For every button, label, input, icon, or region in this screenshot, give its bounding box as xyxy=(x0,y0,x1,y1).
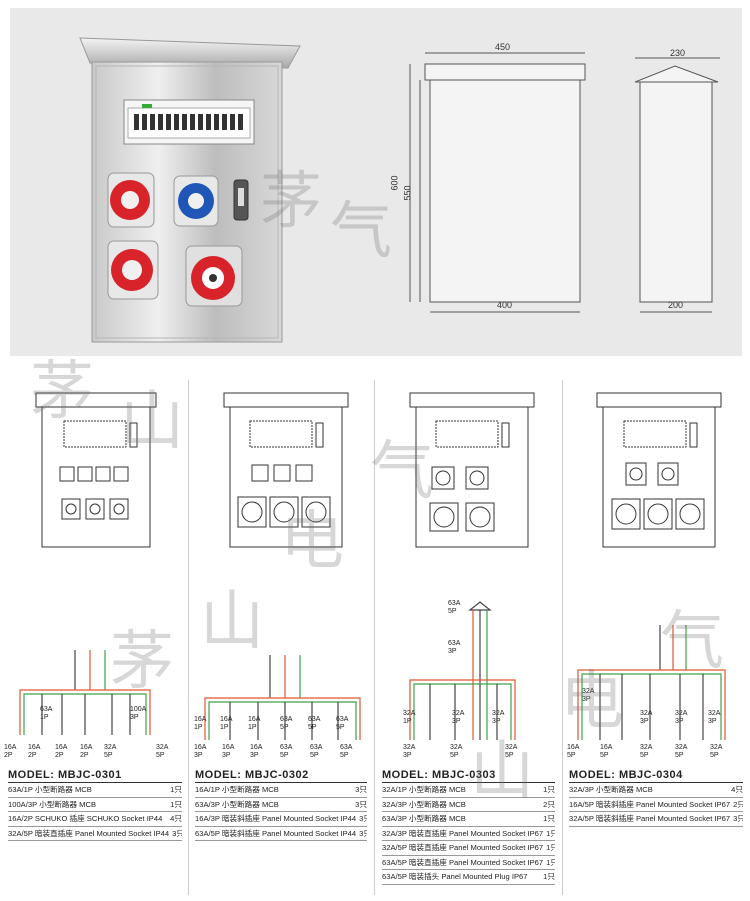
cabinet-front-0303 xyxy=(409,392,535,548)
column-divider xyxy=(188,380,189,895)
red-plug-socket-icon xyxy=(185,245,243,307)
front-bottom-width-label: 400 xyxy=(497,300,513,310)
wiring-0303 xyxy=(409,601,516,740)
cabinet-front-0301 xyxy=(35,392,157,548)
blue-socket-icon xyxy=(173,175,219,227)
front-total-height-label: 600 xyxy=(389,175,400,191)
red-socket-icon-2 xyxy=(107,240,159,300)
wiring-0302 xyxy=(204,655,361,740)
wiring-0301 xyxy=(19,650,151,735)
spec-row: 32A/5P 暗装直插座 Panel Mounted Socket IP443只 xyxy=(8,827,182,841)
column-divider xyxy=(562,380,563,895)
spec-row: 63A/5P 暗装斜插座 Panel Mounted Socket IP443只 xyxy=(195,827,367,841)
side-top-depth-label: 230 xyxy=(670,48,686,58)
side-bottom-depth-label: 200 xyxy=(668,300,684,310)
model-title: MODEL: MBJC-0303 xyxy=(382,769,555,783)
front-dimension-drawing xyxy=(409,52,586,313)
front-body-height-label: 550 xyxy=(402,185,413,201)
model-title: MODEL: MBJC-0301 xyxy=(8,769,182,783)
spec-row: 16A/3P 暗装斜插座 Panel Mounted Socket IP443只 xyxy=(195,812,367,827)
wiring-diagrams xyxy=(19,601,726,740)
model-title: MODEL: MBJC-0304 xyxy=(569,769,743,783)
column-divider xyxy=(374,380,375,895)
red-socket-icon xyxy=(107,172,155,228)
side-dimension-drawing xyxy=(634,57,720,313)
spec-row: 16A/5P 暗装斜插座 Panel Mounted Socket IP672只 xyxy=(569,798,743,812)
cabinet-front-views xyxy=(35,392,722,548)
stainless-enclosure-icon xyxy=(79,37,301,343)
spec-row: 32A/5P 暗装斜插座 Panel Mounted Socket IP673只 xyxy=(569,812,743,827)
product-photo-panel: 450 400 600 550 230 200 xyxy=(10,8,742,356)
cabinet-front-0304 xyxy=(596,392,722,548)
model-title: MODEL: MBJC-0302 xyxy=(195,769,367,783)
wiring-0304 xyxy=(577,625,726,740)
mcb-row-icon xyxy=(134,114,243,130)
enclosure-photo-svg xyxy=(79,37,720,343)
front-top-width-label: 450 xyxy=(495,42,511,52)
cabinet-front-0302 xyxy=(223,392,349,548)
